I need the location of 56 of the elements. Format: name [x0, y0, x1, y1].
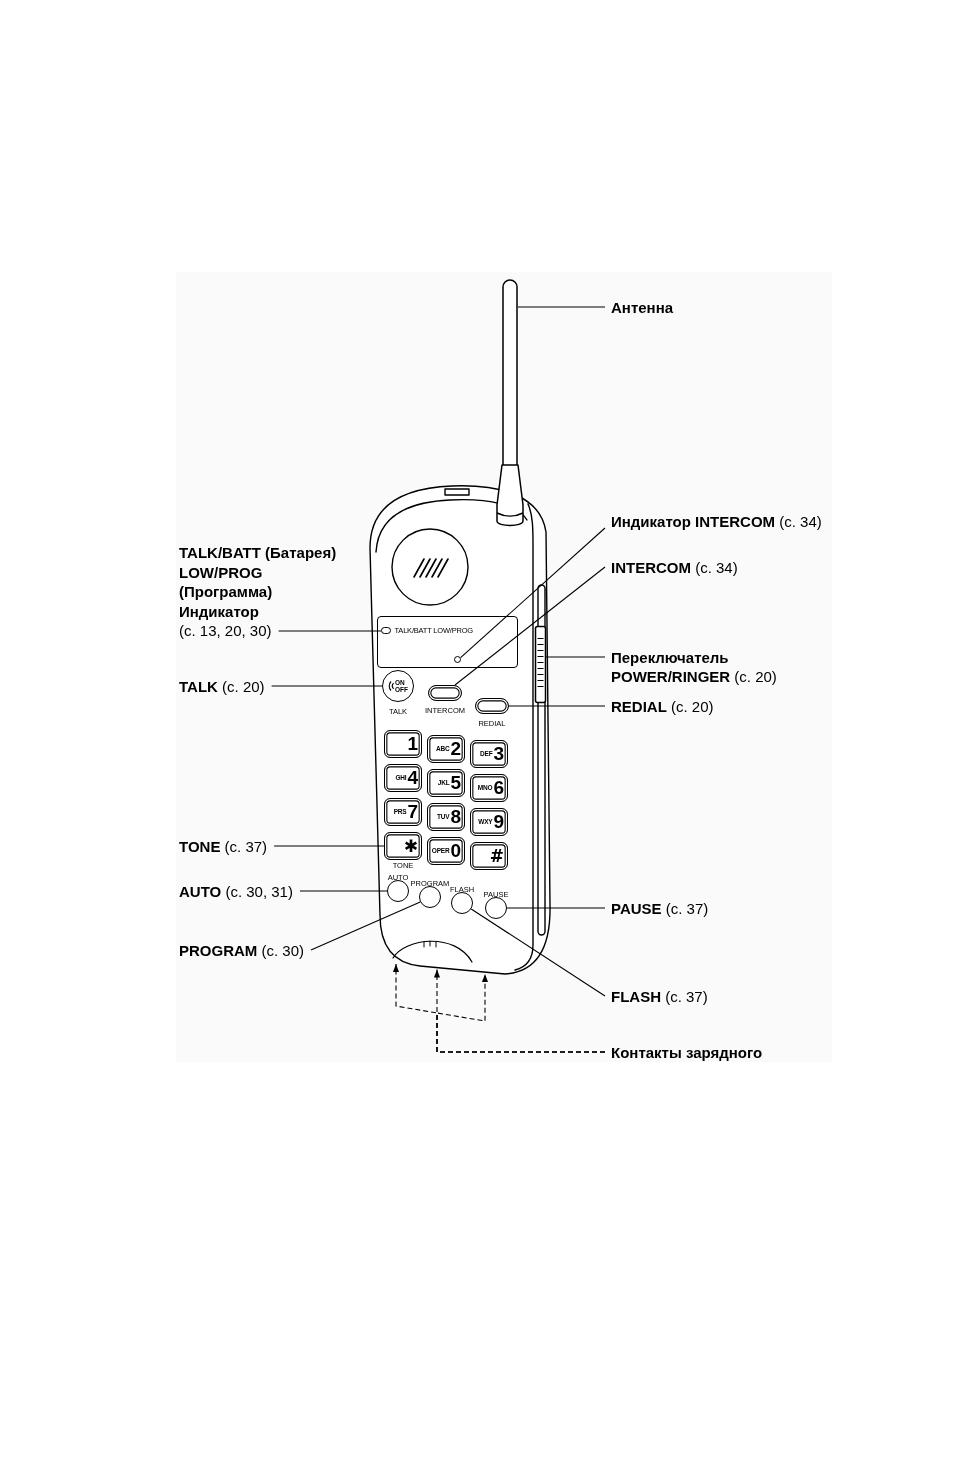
leader-line	[273, 845, 385, 847]
callout-label: Контакты зарядного	[611, 1042, 763, 1062]
keypad-key	[427, 735, 465, 763]
keypad-key	[384, 730, 422, 758]
callout-label: PAUSE (с. 37)	[611, 898, 709, 918]
oval-button	[475, 698, 509, 714]
leader-line	[470, 908, 606, 997]
callout-label: Антенна	[611, 298, 674, 318]
callout-label: TONE (с. 37)	[179, 836, 268, 856]
slide-switch	[533, 624, 547, 704]
handset-drawing	[368, 484, 552, 977]
keypad-key	[470, 808, 508, 836]
keypad-key	[470, 774, 508, 802]
keypad-key	[384, 798, 422, 826]
key-digit: 0	[450, 841, 461, 861]
key-digit: 2	[450, 739, 461, 759]
key-digit: 9	[493, 812, 504, 832]
leader-line	[544, 656, 606, 658]
keypad-key	[384, 832, 422, 860]
callout-label: AUTO (с. 30, 31)	[179, 881, 293, 901]
leader-line	[517, 306, 606, 308]
callout-label: REDIAL (с. 20)	[611, 696, 714, 716]
indicator-panel	[377, 616, 518, 668]
keypad-key	[470, 740, 508, 768]
leader-line	[310, 901, 421, 951]
leader-line	[454, 566, 606, 686]
leader-line	[299, 890, 388, 892]
callout-label: Индикатор INTERCOM (с. 34)	[611, 512, 822, 532]
leader-line	[508, 705, 606, 707]
callout-label: INTERCOM (с. 34)	[611, 557, 738, 577]
key-digit: 3	[493, 744, 504, 764]
key-digit: 8	[450, 807, 461, 827]
leader-line	[278, 630, 382, 632]
key-symbol: #	[489, 846, 504, 866]
key-symbol: ✱	[403, 836, 418, 856]
leader-line	[460, 527, 606, 659]
keypad-key	[470, 842, 508, 870]
callout-label: Переключатель POWER/RINGER (с. 20)	[611, 647, 811, 687]
key-digit: 6	[493, 778, 504, 798]
indicator-lamp	[380, 626, 391, 634]
key-digit: 4	[407, 768, 418, 788]
key-digit: 7	[407, 802, 418, 822]
key-digit: 5	[450, 773, 461, 793]
callout-label: FLASH (с. 37)	[611, 986, 708, 1006]
leader-line	[271, 685, 383, 687]
callout-label: PROGRAM (с. 30)	[179, 940, 305, 960]
leader-line	[506, 907, 606, 909]
keypad-key	[427, 803, 465, 831]
callout-label: TALK (с. 20)	[179, 676, 265, 696]
keypad-key	[384, 764, 422, 792]
key-digit: 1	[407, 734, 418, 754]
oval-button	[428, 685, 462, 701]
keypad-key	[427, 837, 465, 865]
callout-label: TALK/BATT (Батарея) LOW/PROG (Программа) Индикатор (с. 13, 20, 30)	[179, 543, 349, 641]
indicator-lamp	[454, 656, 461, 663]
keypad-key	[427, 769, 465, 797]
